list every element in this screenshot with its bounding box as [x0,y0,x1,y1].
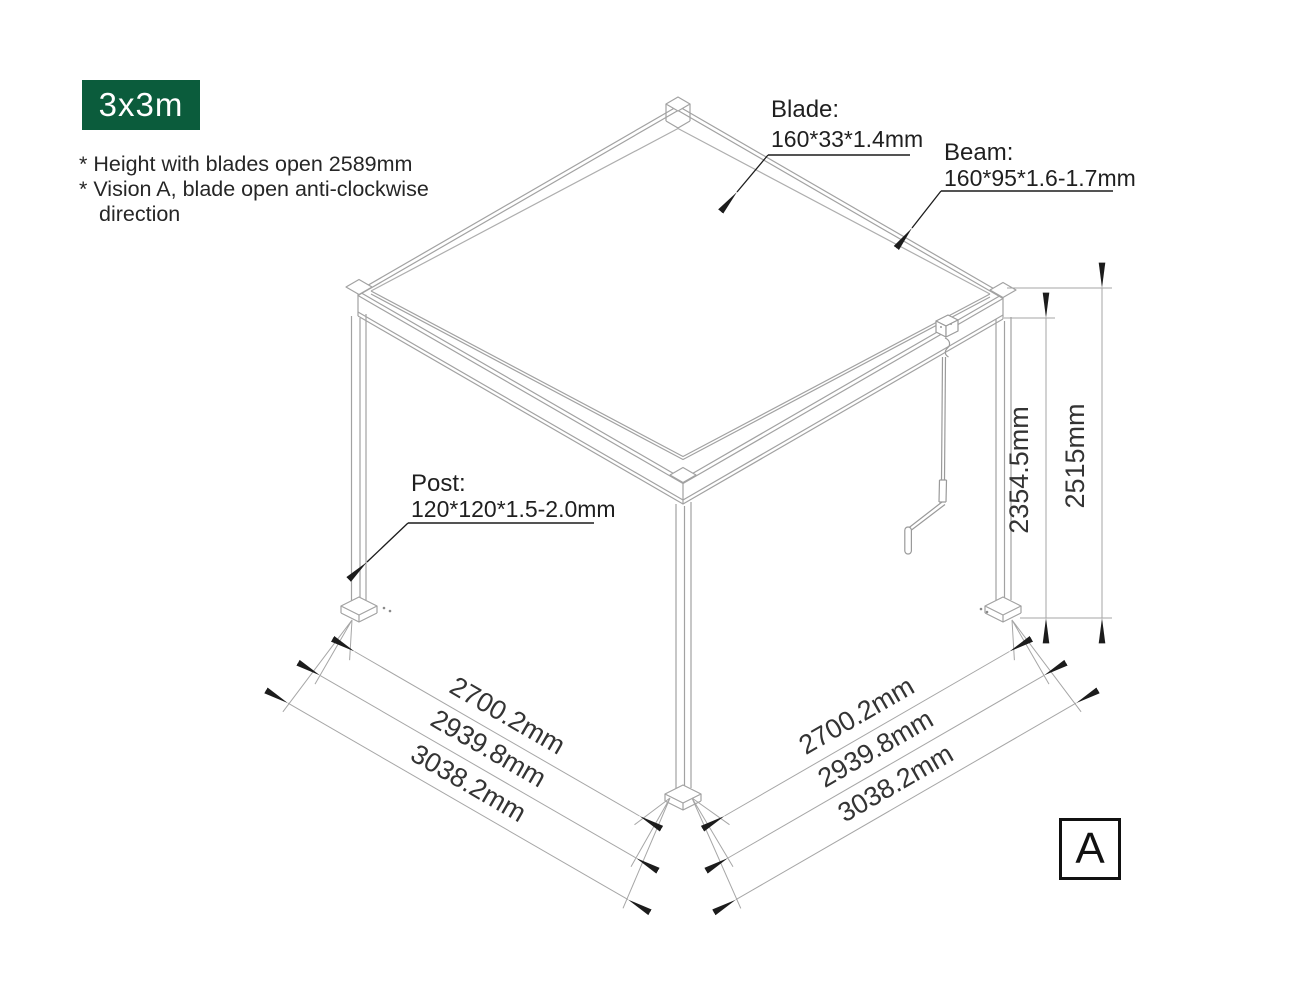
dim-height-inner: 2354.5mm [1004,406,1034,534]
post-callout-spec: 120*120*1.5-2.0mm [411,496,616,522]
roof-frame [357,105,1004,505]
dim-height-outer: 2515mm [1060,403,1090,508]
pergola-structure [340,96,1022,811]
left-post [350,314,367,603]
size-badge: 3x3m [82,80,200,130]
blade-callout-title: Blade: [771,96,839,123]
post-leader-arrow [346,522,409,582]
right-span-dimensions [691,619,1100,916]
beam-leader-arrow [893,190,942,251]
right-post [995,317,1012,603]
right-post-base-plate [979,596,1022,623]
notes-block: * Height with blades open 2589mm * Visio… [79,152,429,227]
note-height-open: * Height with blades open 2589mm [79,152,413,176]
beam-callout: Beam: 160*95*1.6-1.7mm [893,139,1136,251]
roof-corner-caps [345,96,1017,484]
height-dimensions [1004,262,1112,644]
dimension-lines [264,262,1112,916]
blade-leader-arrow [718,154,769,214]
left-span-dimensions [264,619,671,916]
view-label-box: A [1059,818,1121,880]
crank-handle [904,314,959,555]
blade-callout-spec: 160*33*1.4mm [771,126,923,152]
left-post-base-plate [340,596,392,623]
blade-callout: Blade: 160*33*1.4mm [718,96,923,214]
front-post [675,502,692,791]
note-vision-a-wrap: direction [99,202,181,226]
beam-callout-spec: 160*95*1.6-1.7mm [944,165,1136,191]
callout-labels: Blade: 160*33*1.4mm Beam: 160*95*1.6-1.7… [346,96,1136,582]
post-callout: Post: 120*120*1.5-2.0mm [346,470,616,582]
view-label: A [1075,824,1105,873]
beam-callout-title: Beam: [944,139,1013,166]
post-callout-title: Post: [411,470,466,497]
note-vision-a: * Vision A, blade open anti-clockwise [79,177,429,201]
